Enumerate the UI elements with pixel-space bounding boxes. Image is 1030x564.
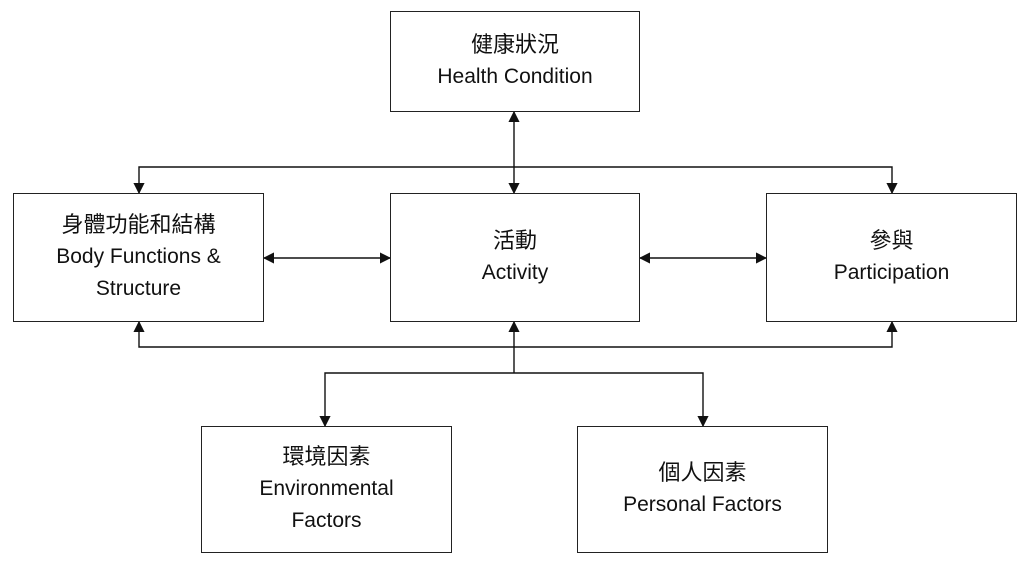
bus-to-personal bbox=[514, 372, 709, 428]
body-functions-en-line1: Body Functions & bbox=[56, 244, 221, 268]
bottom-bus-to-body bbox=[133, 320, 514, 348]
body-functions-zh: 身體功能和結構 bbox=[61, 212, 216, 238]
personal-factors-en: Personal Factors bbox=[623, 492, 782, 516]
health-condition-box: 健康狀況 Health Condition bbox=[390, 11, 640, 112]
bottom-bus-to-participation bbox=[514, 320, 898, 348]
top-bus-to-participation bbox=[514, 166, 898, 195]
top-bus-to-body bbox=[133, 166, 514, 195]
personal-factors-zh: 個人因素 bbox=[658, 460, 747, 486]
participation-zh: 參與 bbox=[869, 228, 914, 254]
environmental-factors-box: 環境因素 Environmental Factors bbox=[201, 426, 452, 553]
body-functions-en-line2: Structure bbox=[95, 276, 182, 300]
environmental-factors-en-line1: Environmental bbox=[259, 476, 394, 500]
body-functions-box: 身體功能和結構 Body Functions & Structure bbox=[13, 193, 264, 322]
health-condition-zh: 健康狀況 bbox=[470, 32, 559, 58]
activity-en: Activity bbox=[481, 260, 549, 284]
bus-to-environmental bbox=[319, 372, 514, 428]
environmental-factors-zh: 環境因素 bbox=[282, 444, 371, 470]
participation-en: Participation bbox=[833, 260, 950, 284]
personal-factors-box: 個人因素 Personal Factors bbox=[577, 426, 828, 553]
health-condition-en: Health Condition bbox=[437, 64, 593, 88]
activity-zh: 活動 bbox=[492, 228, 537, 254]
environmental-factors-en-line2: Factors bbox=[291, 508, 362, 532]
activity-box: 活動 Activity bbox=[390, 193, 640, 322]
participation-box: 參與 Participation bbox=[766, 193, 1017, 322]
